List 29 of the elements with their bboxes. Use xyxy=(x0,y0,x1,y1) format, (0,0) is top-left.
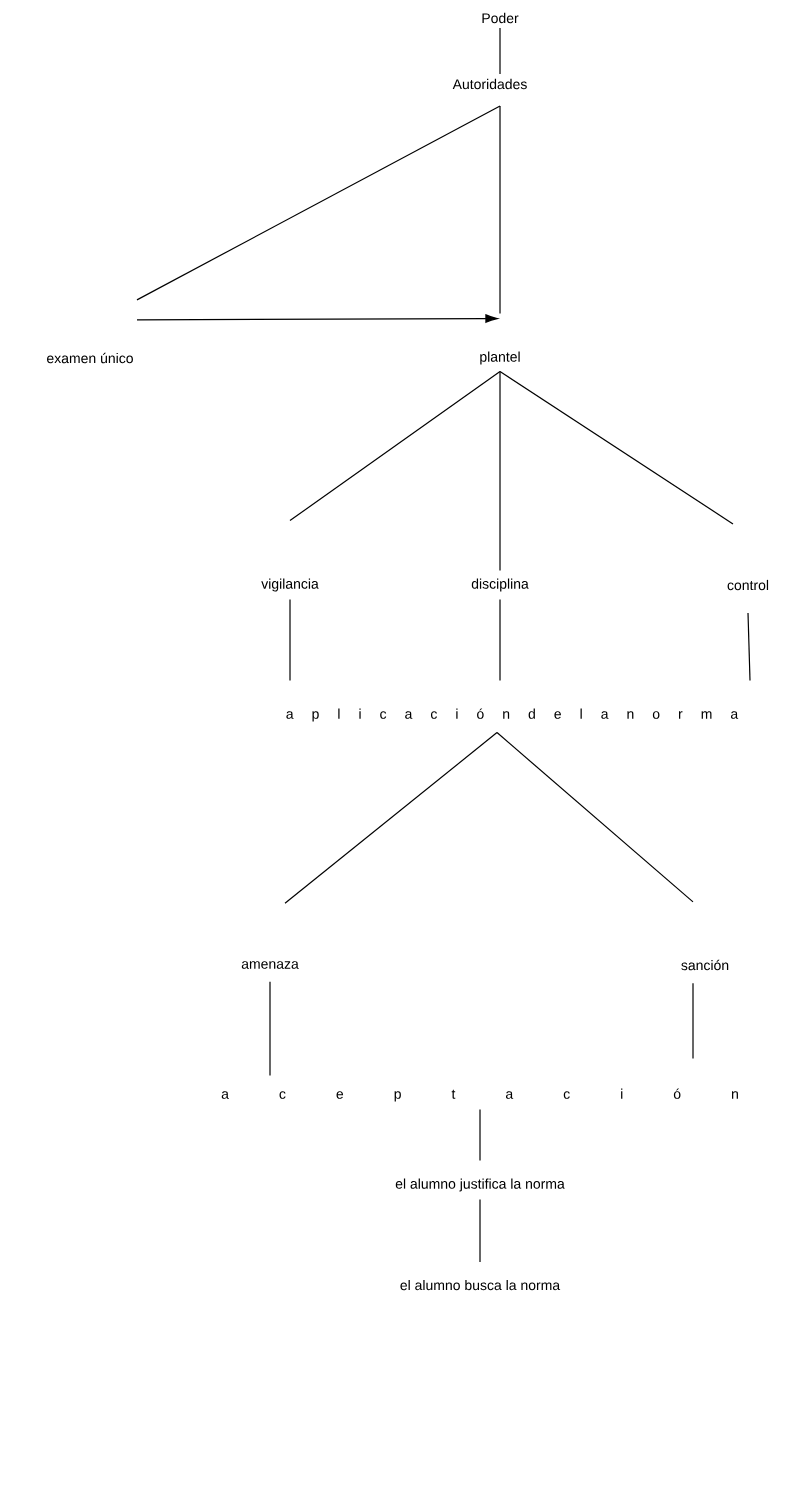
connector-line xyxy=(692,982,694,1060)
connector-line xyxy=(499,27,501,75)
connector-line xyxy=(289,598,291,682)
node-label: amenaza xyxy=(241,961,299,969)
connector-line xyxy=(289,370,501,522)
connector-line xyxy=(269,981,271,1077)
connector-line xyxy=(499,370,734,525)
node-label: Poder xyxy=(482,12,519,24)
connector-line xyxy=(479,1108,481,1162)
node-label: el alumno busca la norma xyxy=(400,1279,561,1291)
node-label: control xyxy=(727,579,769,591)
connector-line xyxy=(479,1198,481,1263)
connector-line xyxy=(499,598,501,682)
node-label: a c e p t a c i ó n xyxy=(221,1088,738,1102)
connector-line xyxy=(284,731,498,904)
node-label: examen único xyxy=(47,352,133,364)
connector-line xyxy=(499,370,501,572)
connector-line xyxy=(499,105,501,315)
arrow xyxy=(136,314,498,323)
connector-line xyxy=(136,105,501,301)
node-label: Autoridades xyxy=(452,78,527,90)
node-label: disciplina xyxy=(471,578,529,592)
node-label: plantel xyxy=(480,351,520,365)
node-label: a p l i c a c i ó n d e l a n o r m a xyxy=(286,708,739,722)
node-label: el alumno justifica la norma xyxy=(395,1178,565,1192)
connector-line xyxy=(747,612,751,682)
connector-line xyxy=(496,731,694,903)
node-label: vigilancia xyxy=(261,578,319,592)
node-label: sanción xyxy=(681,959,729,971)
